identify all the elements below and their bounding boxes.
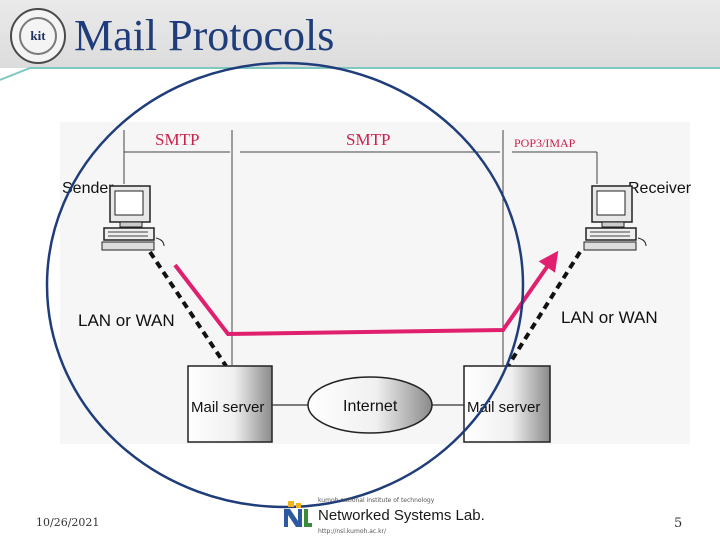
lan-wan-left-label: LAN or WAN (78, 311, 175, 330)
receiver-computer-icon (583, 185, 647, 251)
message-path-arrow (173, 250, 559, 337)
internet-ellipse (307, 376, 433, 434)
mail-server-left-label: Mail server (191, 399, 264, 416)
smtp-left-label: SMTP (155, 130, 199, 149)
lab-logo: kumoh national institute of technology N… (282, 497, 485, 537)
pop3-imap-label: POP3/IMAP (514, 136, 576, 150)
lan-wan-right-label: LAN or WAN (561, 308, 658, 327)
mail-server-left-box (187, 365, 273, 443)
logo-text: kit (19, 17, 57, 55)
sender-label: Sender (62, 180, 114, 197)
lab-name: Networked Systems Lab. (318, 507, 485, 524)
header-accent-line (0, 67, 720, 81)
page-title: Mail Protocols (74, 11, 335, 60)
page-number: 5 (674, 516, 683, 531)
slide-date: 10/26/2021 (36, 516, 100, 529)
lan-wan-left-link (148, 250, 228, 368)
lan-wan-right-link (506, 250, 582, 368)
highlight-circle (45, 61, 525, 509)
university-logo: kit (10, 8, 66, 64)
sender-computer-icon (101, 185, 165, 251)
lab-url: http://nsl.kumoh.ac.kr/ (318, 528, 387, 535)
internet-label: Internet (343, 398, 398, 415)
smtp-middle-label: SMTP (346, 130, 390, 149)
nl-logo-icon (284, 501, 312, 527)
mail-server-right-box (463, 365, 551, 443)
receiver-label: Receiver (628, 180, 692, 197)
protocol-lines (123, 130, 598, 365)
lab-institute-text: kumoh national institute of technology (318, 497, 435, 504)
header-band (0, 0, 720, 68)
